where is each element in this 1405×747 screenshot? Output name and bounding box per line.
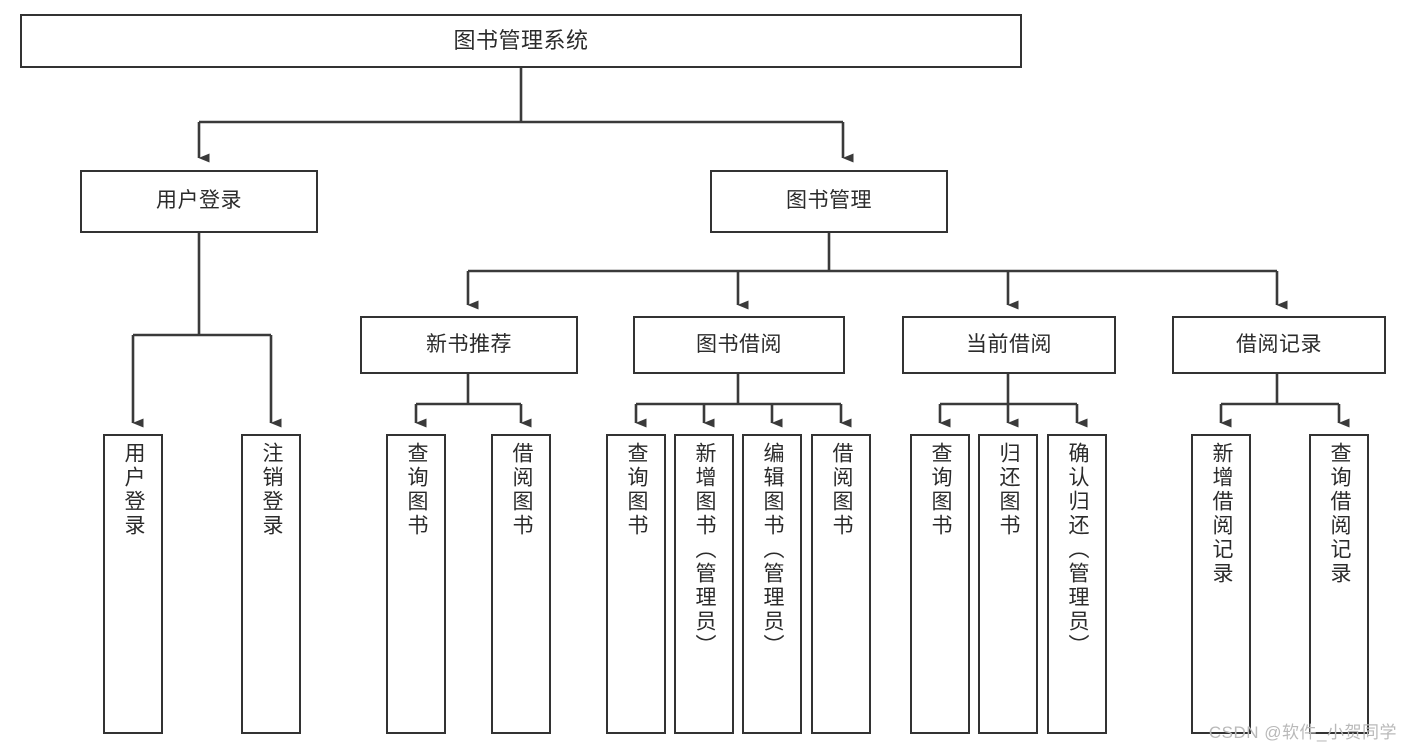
leaf-user-login[interactable]: 用户登录: [103, 434, 163, 734]
node-label: 新增图书（管理员）: [693, 442, 717, 658]
node-borrowing-record[interactable]: 借阅记录: [1172, 316, 1386, 374]
node-label: 新增借阅记录: [1210, 442, 1234, 586]
leaf-edit-book-admin[interactable]: 编辑图书（管理员）: [742, 434, 802, 734]
node-label: 用户登录: [156, 189, 242, 213]
leaf-borrow-book-newbook[interactable]: 借阅图书: [491, 434, 551, 734]
leaf-query-book-current[interactable]: 查询图书: [910, 434, 970, 734]
node-new-book-recommendation[interactable]: 新书推荐: [360, 316, 578, 374]
leaf-query-borrow-record[interactable]: 查询借阅记录: [1309, 434, 1369, 734]
node-label: 借阅图书: [510, 442, 534, 538]
node-book-borrowing[interactable]: 图书借阅: [633, 316, 845, 374]
leaf-confirm-return-admin[interactable]: 确认归还（管理员）: [1047, 434, 1107, 734]
node-label: 确认归还（管理员）: [1066, 442, 1090, 658]
node-label: 图书管理: [786, 189, 872, 213]
node-label: 当前借阅: [966, 332, 1052, 356]
csdn-watermark: CSDN @软件_小贺同学: [1208, 723, 1397, 742]
node-book-management[interactable]: 图书管理: [710, 170, 948, 233]
leaf-query-book-newbook[interactable]: 查询图书: [386, 434, 446, 734]
leaf-add-borrow-record[interactable]: 新增借阅记录: [1191, 434, 1251, 734]
node-label: 借阅图书: [830, 442, 854, 538]
node-label: 查询图书: [625, 442, 649, 538]
leaf-logout[interactable]: 注销登录: [241, 434, 301, 734]
node-current-borrowing[interactable]: 当前借阅: [902, 316, 1116, 374]
node-label: 查询图书: [929, 442, 953, 538]
node-root-book-management-system[interactable]: 图书管理系统: [20, 14, 1022, 68]
node-label: 图书借阅: [696, 332, 782, 356]
node-label: 图书管理系统: [453, 28, 589, 54]
node-label: 编辑图书（管理员）: [761, 442, 785, 658]
node-label: 借阅记录: [1236, 332, 1322, 356]
leaf-borrow-book[interactable]: 借阅图书: [811, 434, 871, 734]
leaf-query-book-borrow[interactable]: 查询图书: [606, 434, 666, 734]
node-label: 注销登录: [260, 442, 284, 538]
node-label: 用户登录: [122, 442, 146, 538]
node-label: 归还图书: [997, 442, 1021, 538]
node-label: 新书推荐: [426, 332, 512, 356]
node-user-login[interactable]: 用户登录: [80, 170, 318, 233]
node-label: 查询借阅记录: [1328, 442, 1352, 586]
node-label: 查询图书: [405, 442, 429, 538]
leaf-add-book-admin[interactable]: 新增图书（管理员）: [674, 434, 734, 734]
leaf-return-book[interactable]: 归还图书: [978, 434, 1038, 734]
